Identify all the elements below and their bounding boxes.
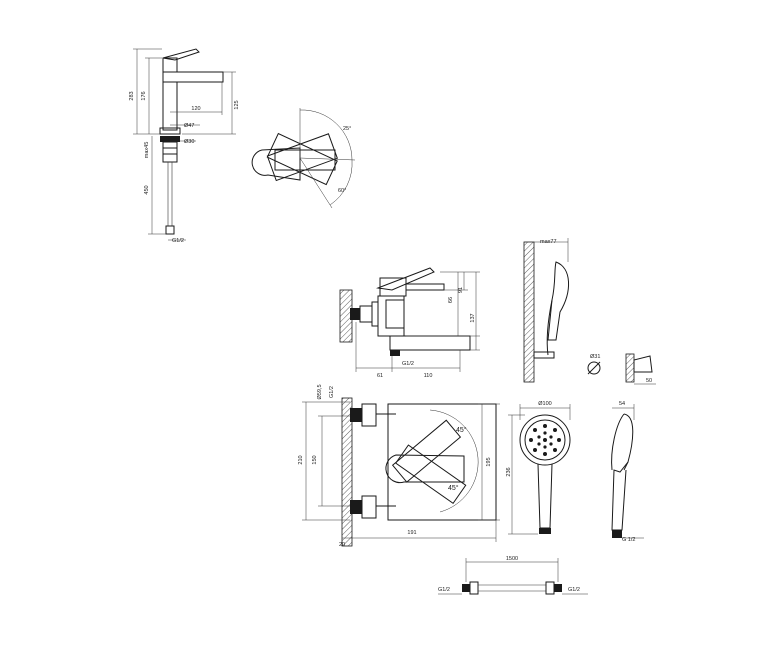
dim-150: 150: [312, 455, 318, 464]
dim-20: 20: [339, 542, 345, 548]
hand-shower-side-view: 54 G 1/2: [611, 401, 644, 543]
dim-max77: max77: [540, 239, 557, 245]
dim-191: 191: [407, 530, 416, 536]
angle-45-bottom: 45°: [448, 484, 459, 492]
dim-210: 210: [298, 455, 304, 464]
dim-50: 50: [646, 378, 652, 384]
dim-195: 195: [486, 457, 492, 466]
basin-mixer-dimensions: 283 176 120 125 Ø47 Ø30 max45 450 G1/2: [129, 91, 240, 244]
angle-45-top: 45°: [456, 426, 467, 434]
dim-450: 450: [144, 185, 150, 194]
basin-mixer-elevation: [133, 48, 236, 241]
hose-thread-right: G1/2: [568, 587, 580, 593]
dim-236: 236: [506, 467, 512, 476]
dim-54: 54: [619, 401, 625, 407]
dim-91: 91: [458, 287, 464, 293]
hose-thread-label: G1/2: [172, 238, 184, 244]
hose-thread-left: G1/2: [438, 587, 450, 593]
dim-283: 283: [129, 91, 135, 100]
spray-nozzles: [529, 424, 561, 456]
dim-diameter-31: Ø31: [590, 354, 600, 360]
dim-max45: max45: [144, 142, 150, 159]
bath-mixer-front-elevation: 45° 45° Ø59,5 G1/2 210 150 195 20 191: [298, 385, 500, 548]
dim-176: 176: [141, 91, 147, 100]
dim-diameter-47: Ø47: [184, 123, 194, 129]
dim-66: 66: [448, 297, 454, 303]
shower-holder-side-view: max77 Ø31 50: [523, 238, 656, 385]
dim-61: 61: [377, 373, 383, 379]
bracket-circle: [587, 361, 601, 375]
inlet-thread-front: G1/2: [329, 386, 335, 398]
bath-mixer-side-elevation: 66 91 137 61 110 G1/2: [339, 267, 480, 379]
shower-hose: 1500 G1/2 G1/2: [438, 556, 588, 595]
dim-125: 125: [234, 100, 240, 109]
rotation-angle-60: 60°: [338, 188, 346, 194]
dim-110: 110: [424, 373, 433, 379]
dim-137: 137: [470, 313, 476, 322]
basin-mixer-top-view: 25° 60°: [251, 108, 356, 209]
rotation-angle-25: 25°: [343, 126, 351, 132]
dim-120: 120: [191, 106, 200, 112]
dim-diameter-100: Ø100: [538, 401, 551, 407]
dim-diameter-30: Ø30: [184, 139, 194, 145]
dim-diameter-59-5: Ø59,5: [317, 385, 323, 400]
hand-shower-front-view: Ø100 236: [506, 401, 571, 535]
dim-1500: 1500: [506, 556, 518, 562]
inlet-thread-label: G1/2: [402, 361, 414, 367]
hand-shower-thread: G 1/2: [622, 537, 635, 543]
